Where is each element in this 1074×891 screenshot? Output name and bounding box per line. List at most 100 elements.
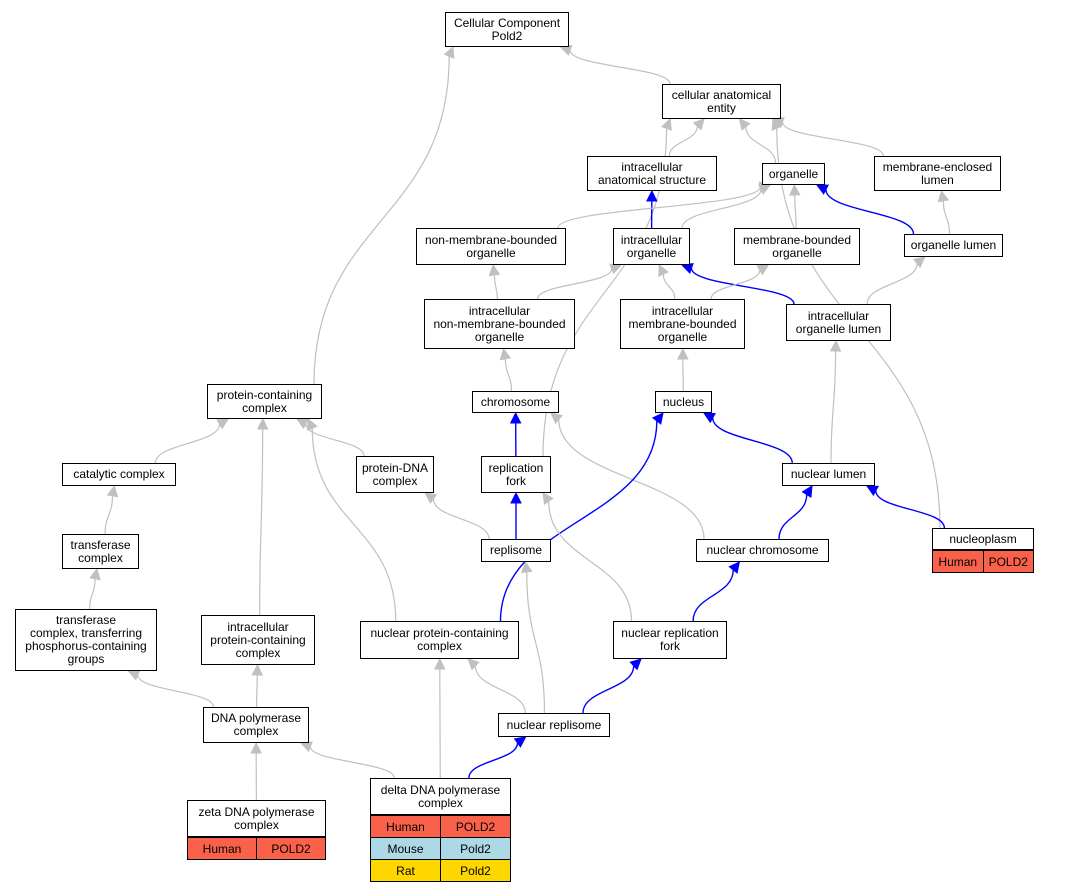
arrowhead: [424, 492, 438, 504]
arrowhead: [106, 484, 119, 498]
arrowhead: [728, 561, 741, 574]
node-replisome[interactable]: replisome: [481, 539, 551, 562]
arrowhead: [250, 741, 262, 754]
arrowhead: [629, 658, 642, 671]
edge-ol-to-org: [825, 189, 915, 235]
edge-nrep-to-rep: [526, 571, 546, 714]
edge-ias-to-cae: [668, 126, 698, 157]
edge-ol-to-mel: [942, 200, 951, 235]
arrowhead: [658, 263, 669, 277]
gene-symbol-cell[interactable]: POLD2: [257, 838, 326, 860]
arrowhead: [756, 264, 770, 276]
edge-ddpc-to-nrep: [468, 742, 519, 779]
edge-nrf-to-rf: [548, 501, 633, 622]
arrowhead: [307, 417, 318, 431]
edge-ddpc-to-dpc: [309, 746, 395, 779]
arrowhead: [677, 347, 689, 360]
arrowhead: [89, 567, 101, 581]
arrowhead: [937, 189, 950, 203]
gene-symbol-cell[interactable]: POLD2: [441, 816, 511, 838]
arrowhead: [296, 418, 310, 430]
arrowhead: [645, 189, 658, 202]
node-nuclear-replisome[interactable]: nuclear replisome: [498, 713, 610, 737]
node-nucleoplasm[interactable]: nucleoplasm: [932, 528, 1034, 550]
arrowhead: [521, 560, 533, 574]
arrowhead: [912, 256, 926, 269]
node-nucleus[interactable]: nucleus: [655, 391, 712, 413]
edge-rep-to-pdna: [432, 498, 490, 540]
arrowhead: [692, 118, 705, 131]
edge-dpc-to-ipcc: [255, 674, 258, 708]
edge-nchr-to-nl: [778, 494, 808, 540]
arrowhead: [127, 669, 141, 681]
arrowhead: [866, 485, 879, 497]
edge-pcc-to-cc: [313, 56, 450, 385]
edge-iol-to-ol: [866, 263, 918, 305]
arrowhead: [513, 736, 527, 748]
node-chromosome[interactable]: chromosome: [472, 391, 559, 413]
node-nuclear-lumen[interactable]: nuclear lumen: [782, 463, 875, 486]
arrowhead: [738, 118, 751, 131]
gene-symbol-cell[interactable]: POLD2: [983, 551, 1034, 573]
edge-mbo-to-org: [794, 194, 797, 229]
edge-tcp-to-tc: [89, 578, 96, 610]
arrowhead: [829, 339, 842, 352]
arrowhead: [467, 658, 480, 671]
node-organelle-lumen[interactable]: organelle lumen: [904, 234, 1003, 257]
node-organelle[interactable]: organelle: [762, 163, 825, 185]
edge-dpc-to-tcp: [137, 674, 215, 708]
edge-npcc-to-pcc: [311, 428, 397, 622]
node-nuclear-chromosome[interactable]: nuclear chromosome: [696, 539, 829, 562]
arrowhead: [299, 741, 313, 753]
edge-nrep-to-nrf: [582, 665, 635, 714]
arrowhead: [771, 117, 783, 131]
edge-nl-to-nuc: [712, 417, 793, 464]
edge-tc-to-cat: [104, 495, 114, 535]
edge-nmbo-to-org: [557, 186, 761, 229]
node-label-line: Pold2: [491, 28, 523, 43]
gene-symbol-cell[interactable]: Pold2: [441, 860, 511, 882]
node-label-line: Cellular Component: [453, 15, 561, 30]
species-cell: Human: [188, 838, 257, 860]
edge-imbo-to-mbo: [710, 269, 761, 300]
arrowhead: [499, 347, 512, 361]
node-catalytic-complex[interactable]: catalytic complex: [62, 463, 176, 486]
gene-symbol-cell[interactable]: Pold2: [441, 838, 511, 860]
edge-nrep-to-npcc: [474, 665, 526, 714]
edge-inmbo-to-io: [536, 268, 613, 300]
edge-imbo-to-io: [662, 274, 676, 300]
edge-mel-to-cae: [781, 121, 885, 157]
edge-cae-to-cc: [569, 49, 671, 85]
species-cell: Mouse: [371, 838, 441, 860]
arrowhead: [509, 411, 522, 424]
